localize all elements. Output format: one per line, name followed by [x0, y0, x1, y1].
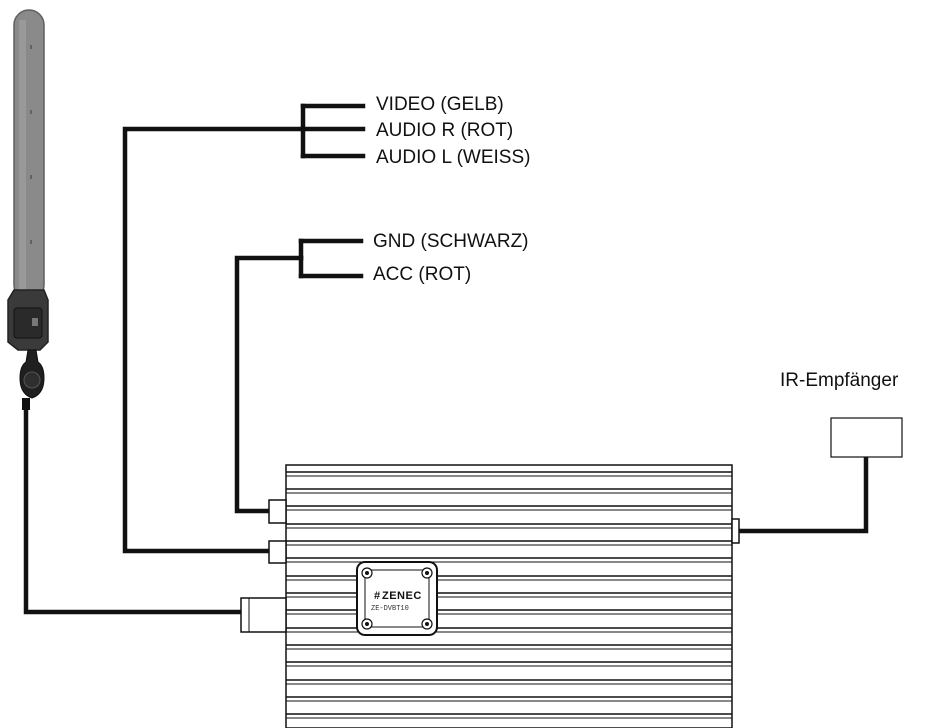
av-cable-branches: [300, 103, 366, 159]
label-audio-r: AUDIO R (ROT): [376, 120, 513, 141]
label-audio-l: AUDIO L (WEISS): [376, 147, 530, 168]
model-name: ZE-DVBT10: [371, 605, 409, 613]
label-video: VIDEO (GELB): [376, 94, 504, 115]
label-gnd: GND (SCHWARZ): [373, 231, 529, 252]
ir-cable: [736, 454, 869, 534]
tuner-box-icon: # ZENEC ZE-DVBT10: [240, 464, 740, 728]
brand-name: ZENEC: [382, 590, 422, 602]
ir-connector: [731, 518, 740, 544]
power-cable-branches: [298, 238, 364, 279]
power-cable: [234, 255, 304, 514]
antenna-connector: [240, 597, 287, 633]
antenna-cable: [23, 405, 244, 615]
power-labels: GND (SCHWARZ) ACC (ROT): [373, 231, 529, 285]
label-ir-receiver: IR-Empfänger: [780, 370, 899, 391]
svg-text:#: #: [374, 590, 381, 602]
av-connector: [268, 540, 287, 564]
av-labels: VIDEO (GELB) AUDIO R (ROT) AUDIO L (WEIS…: [376, 94, 530, 168]
label-acc: ACC (ROT): [373, 264, 471, 285]
ir-receiver-icon: [830, 417, 903, 458]
av-cable: [122, 126, 306, 554]
brand-plate: # ZENEC ZE-DVBT10: [356, 561, 438, 636]
antenna-icon: [7, 9, 49, 410]
power-connector: [268, 499, 287, 524]
